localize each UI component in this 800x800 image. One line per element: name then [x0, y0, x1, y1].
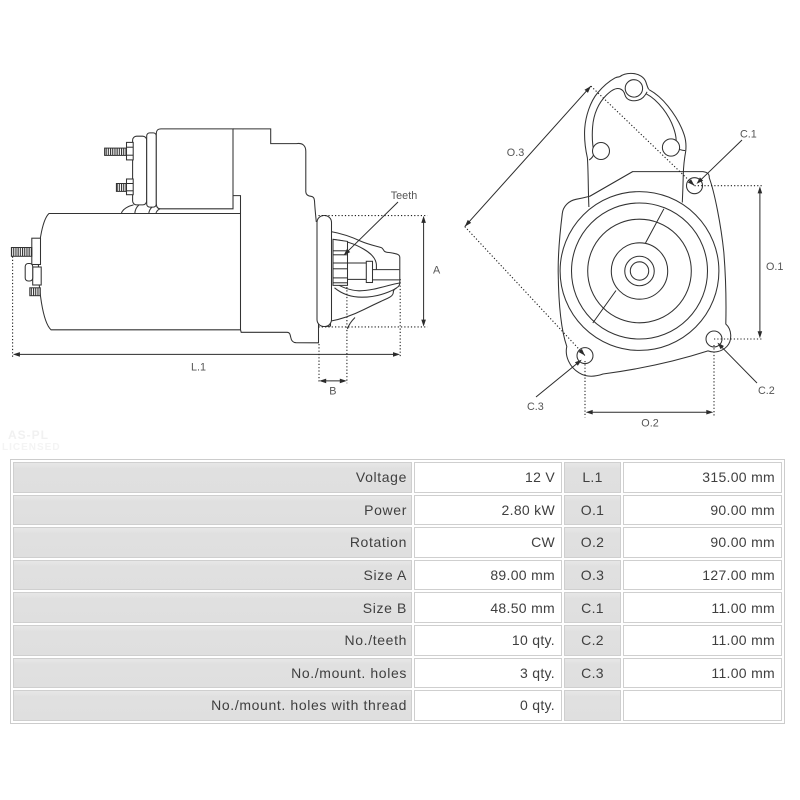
svg-text:B: B [329, 386, 336, 398]
svg-text:A: A [433, 265, 441, 277]
svg-text:O.3: O.3 [507, 147, 524, 159]
svg-text:C.3: C.3 [527, 401, 544, 413]
svg-text:O.1: O.1 [766, 261, 783, 273]
svg-text:C.2: C.2 [758, 385, 775, 397]
svg-text:O.2: O.2 [641, 418, 658, 430]
svg-text:C.1: C.1 [740, 129, 757, 141]
svg-text:L.1: L.1 [191, 362, 206, 374]
svg-text:Teeth: Teeth [391, 190, 417, 202]
